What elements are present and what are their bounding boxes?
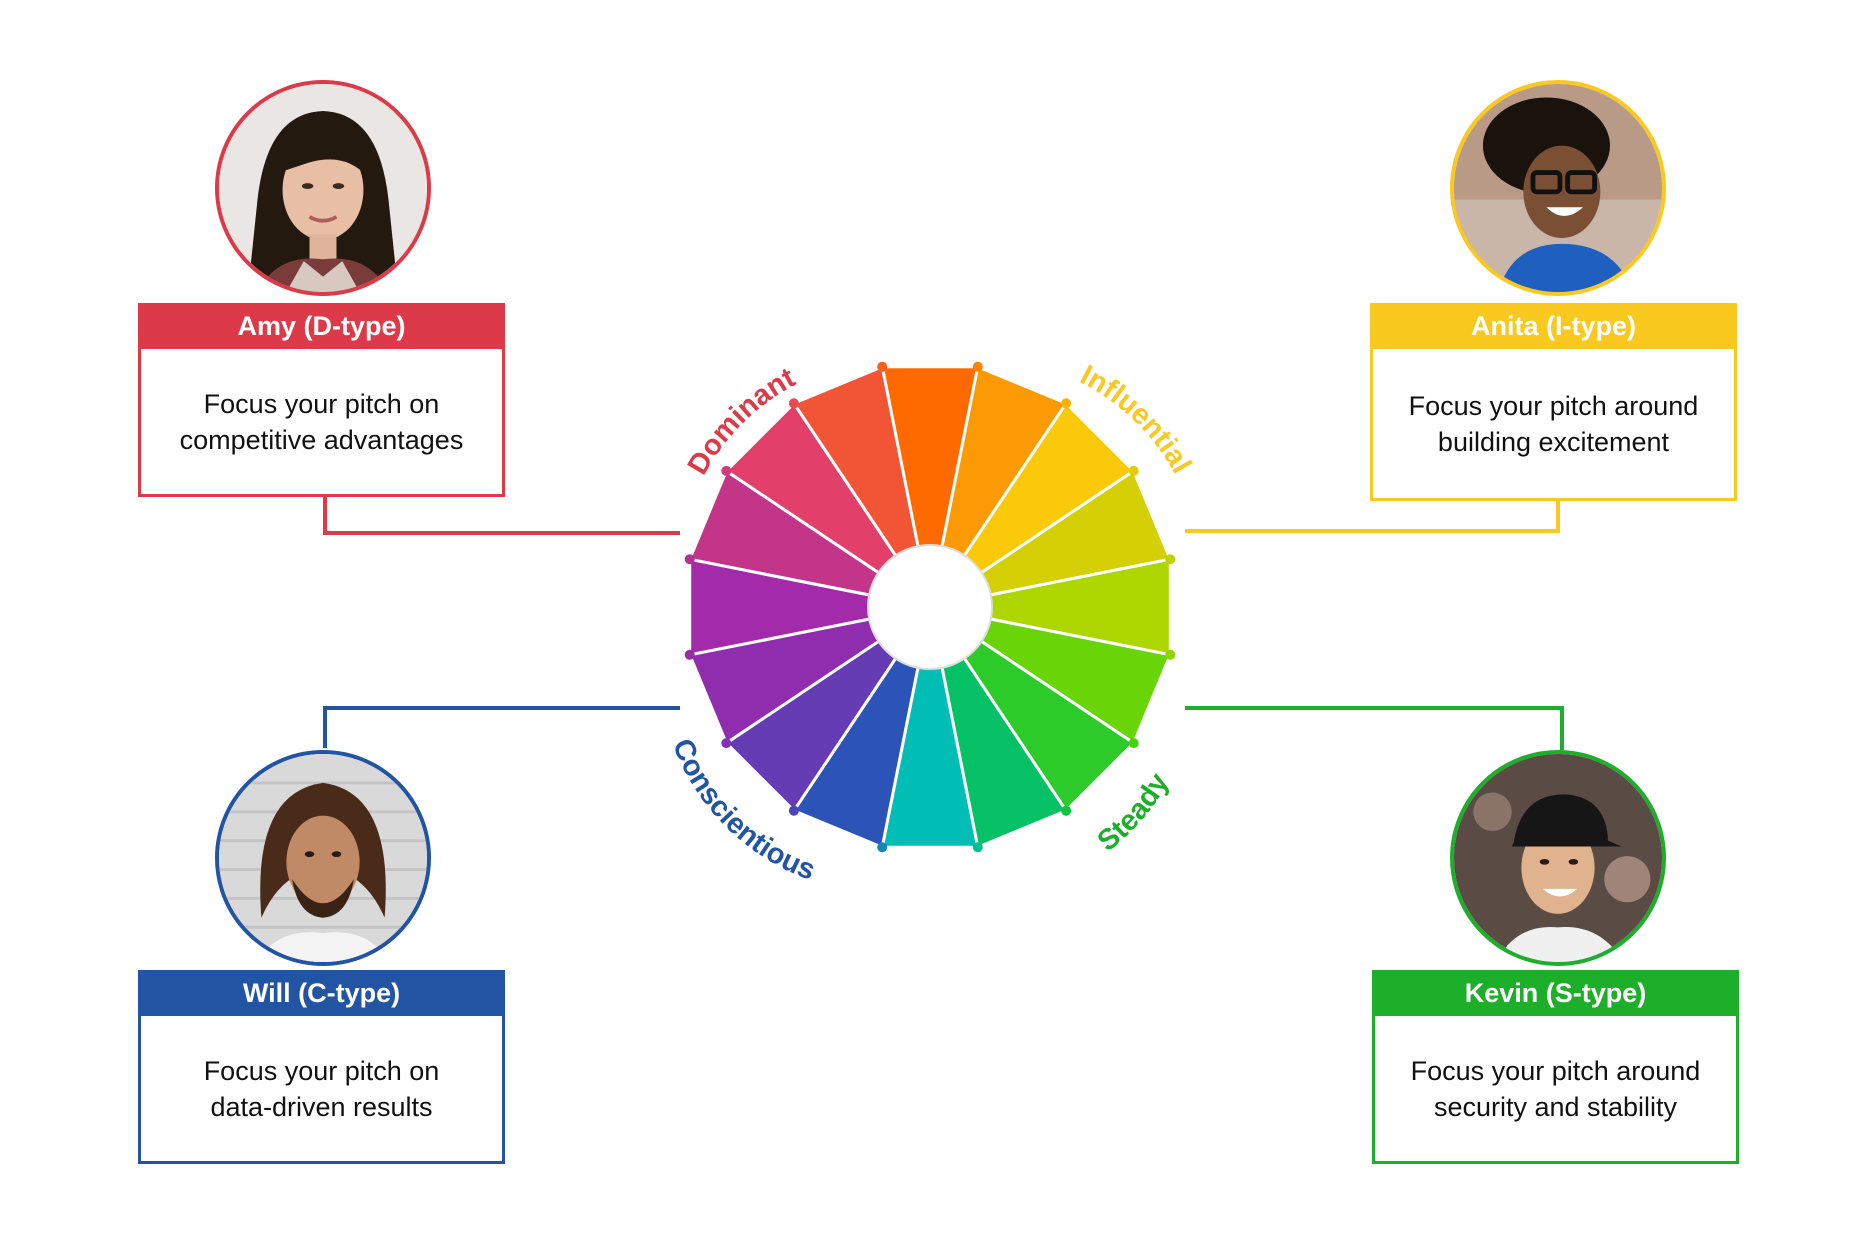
wheel-segment — [792, 365, 932, 609]
card-kevin-line1: Focus your pitch around — [1410, 1055, 1701, 1086]
label-steady: Steady — [1092, 768, 1176, 858]
card-will-body: Focus your pitch on data-driven results — [138, 1016, 505, 1164]
wheel-vertex-dot — [972, 842, 983, 853]
card-kevin-body: Focus your pitch around security and sta… — [1372, 1016, 1739, 1164]
card-anita-line1: Focus your pitch around — [1408, 390, 1699, 421]
wheel-vertex-dot — [877, 842, 888, 853]
wheel-vertex-dot — [684, 554, 695, 565]
card-amy-line2: competitive advantages — [179, 424, 464, 455]
connector-will — [323, 706, 680, 748]
wheel-vertex-dot — [684, 649, 695, 660]
wheel-segments — [684, 361, 1176, 853]
wheel-vertex-dot — [1128, 465, 1139, 476]
wheel-vertex-dot — [1165, 649, 1176, 660]
card-anita-body: Focus your pitch around building excitem… — [1370, 349, 1737, 501]
wheel-vertex-dot — [972, 361, 983, 372]
card-kevin-title: Kevin (S-type) — [1372, 970, 1739, 1016]
card-amy-body: Focus your pitch on competitive advantag… — [138, 349, 505, 497]
connector-kevin — [1185, 706, 1564, 750]
avatar-amy — [215, 80, 431, 296]
card-kevin: Kevin (S-type) Focus your pitch around s… — [1372, 970, 1739, 1164]
card-anita-title: Anita (I-type) — [1370, 303, 1737, 349]
card-amy-title: Amy (D-type) — [138, 303, 505, 349]
card-amy-line1: Focus your pitch on — [203, 388, 440, 419]
connector-amy — [323, 495, 680, 535]
wheel-center-hole — [867, 544, 993, 670]
card-kevin-line2: security and stability — [1433, 1091, 1678, 1122]
avatar-anita — [1450, 80, 1666, 296]
wheel-vertex-dot — [721, 738, 732, 749]
card-will-line1: Focus your pitch on — [203, 1055, 440, 1086]
avatar-kevin — [1450, 750, 1666, 966]
wheel-vertex-dot — [788, 805, 799, 816]
wheel-vertex-dot — [1061, 805, 1072, 816]
avatar-will — [215, 750, 431, 966]
card-will-line2: data-driven results — [210, 1091, 433, 1122]
card-anita: Anita (I-type) Focus your pitch around b… — [1370, 303, 1737, 501]
wheel-vertex-dot — [721, 465, 732, 476]
card-will-title: Will (C-type) — [138, 970, 505, 1016]
card-anita-line2: building excitement — [1437, 426, 1670, 457]
wheel-vertex-dot — [1165, 554, 1176, 565]
wheel-vertex-dot — [788, 398, 799, 409]
wheel-vertex-dot — [1128, 738, 1139, 749]
card-amy: Amy (D-type) Focus your pitch on competi… — [138, 303, 505, 497]
connector-anita — [1185, 500, 1560, 533]
wheel-vertex-dot — [1061, 398, 1072, 409]
wheel-vertex-dot — [877, 361, 888, 372]
card-will: Will (C-type) Focus your pitch on data-d… — [138, 970, 505, 1164]
